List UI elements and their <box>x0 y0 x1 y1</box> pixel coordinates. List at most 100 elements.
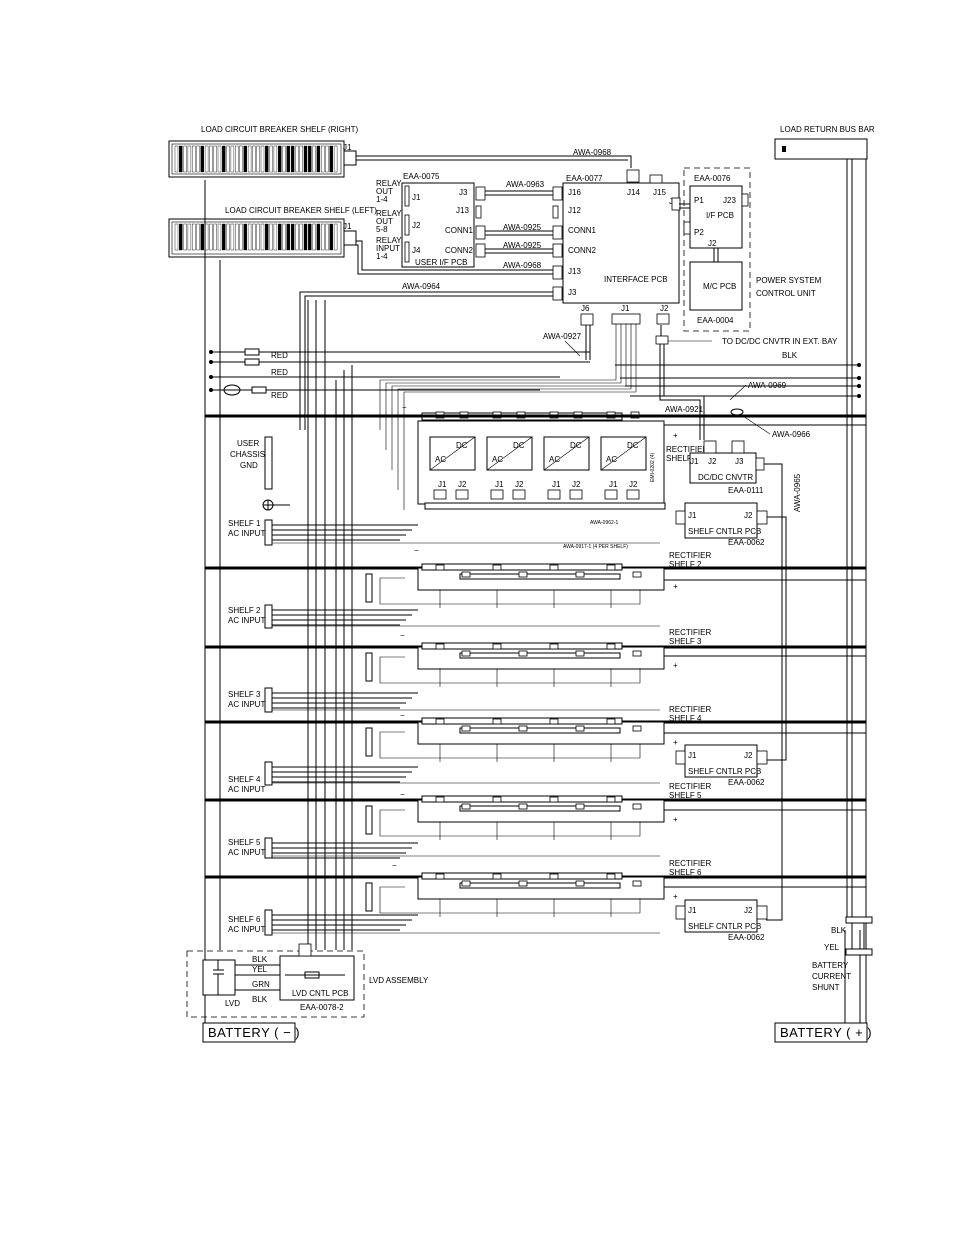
shelf6-cntlr-title: SHELF CNTLR PCB <box>688 922 761 931</box>
lvd-pcb-title: LVD CNTL PCB <box>292 989 348 998</box>
mc-pcb <box>689 261 743 311</box>
user-if-pcb <box>401 182 475 268</box>
shelf4-cntlr-j2: J2 <box>744 751 753 760</box>
dcdc-j2: J2 <box>708 457 717 466</box>
awa-0925-a: AWA-0925 <box>503 223 542 232</box>
user-if-ref: EAA-0075 <box>403 172 440 181</box>
ctrl-if-title: I/F PCB <box>706 211 734 220</box>
if-j1: J1 <box>621 304 630 313</box>
cb-shelf-right <box>168 140 357 178</box>
svg-text:AC: AC <box>606 455 617 464</box>
wire-red-1: RED <box>271 351 288 360</box>
lvd-assembly-label: LVD ASSEMBLY <box>369 976 429 985</box>
svg-text:DC: DC <box>456 441 468 450</box>
shelf4-cntlr <box>684 744 758 778</box>
awa-0965: AWA-0965 <box>793 473 802 512</box>
awa-0927: AWA-0927 <box>543 332 582 341</box>
awa-0917: AWA-0917-1 (4 PER SHELF) <box>563 544 628 550</box>
interface-ref: EAA-0077 <box>566 174 603 183</box>
shelf2-minus: − <box>414 546 419 555</box>
cb-right-label: LOAD CIRCUIT BREAKER SHELF (RIGHT) <box>201 125 359 134</box>
ctrl-p2: P2 <box>694 228 704 237</box>
svg-text:AC: AC <box>492 455 503 464</box>
svg-text:J1: J1 <box>495 480 504 489</box>
shelf5-plus: + <box>673 815 678 824</box>
svg-text:J1: J1 <box>552 480 561 489</box>
awa-0969: AWA-0969 <box>748 381 787 390</box>
svg-text:DC: DC <box>570 441 582 450</box>
lvd-assembly-frame <box>186 950 365 1018</box>
wire-blk: BLK <box>782 351 798 360</box>
awa-0962: AWA-0962-1 <box>590 520 618 526</box>
if-conn2: CONN2 <box>568 246 597 255</box>
ctrl-if-pcb <box>689 185 743 249</box>
svg-text:J2: J2 <box>629 480 638 489</box>
svg-text:J1: J1 <box>438 480 447 489</box>
awa-0968-mid: AWA-0968 <box>503 261 542 270</box>
shelf1-minus: − <box>402 403 407 412</box>
shunt-blk: BLK <box>831 926 847 935</box>
shelf1-plus: + <box>673 431 678 440</box>
cb-left-j1: J1 <box>343 222 352 231</box>
shelf1-cntlr-j1: J1 <box>688 511 697 520</box>
lvd-blk: BLK <box>252 955 268 964</box>
uif-conn1: CONN1 <box>445 226 474 235</box>
shelf6-minus: − <box>392 861 397 870</box>
cb-left-label: LOAD CIRCUIT BREAKER SHELF (LEFT) <box>225 206 377 215</box>
ctrl-ref2: EAA-0004 <box>697 316 734 325</box>
uif-j2: J2 <box>412 221 421 230</box>
uif-conn2: CONN2 <box>445 246 474 255</box>
lvd-blk2: BLK <box>252 995 268 1004</box>
lvd-label: LVD <box>225 999 240 1008</box>
svg-text:AC: AC <box>549 455 560 464</box>
awa-0925-b: AWA-0925 <box>503 241 542 250</box>
lvd-ref: EAA-0078-2 <box>300 1003 344 1012</box>
awa-0921: AWA-0921 <box>665 405 704 414</box>
if-j16: J16 <box>568 188 581 197</box>
uif-j3: J3 <box>459 188 468 197</box>
dcdc-j1: J1 <box>690 457 699 466</box>
svg-text:AC: AC <box>435 455 446 464</box>
if-conn1: CONN1 <box>568 226 597 235</box>
ctrl-j23: J23 <box>723 196 736 205</box>
shelf4-cntlr-title: SHELF CNTLR PCB <box>688 767 761 776</box>
ctrl-j2: J2 <box>708 239 717 248</box>
load-return-bus-bar <box>774 138 868 160</box>
interface-pcb <box>562 182 680 304</box>
awa-0968-top: AWA-0968 <box>573 148 612 157</box>
wire-red-2: RED <box>271 368 288 377</box>
uif-j1: J1 <box>412 193 421 202</box>
svg-text:J2: J2 <box>572 480 581 489</box>
right-terminals <box>615 363 861 398</box>
battery-current-shunt <box>845 916 873 956</box>
svg-text:J2: J2 <box>515 480 524 489</box>
svg-text:J1: J1 <box>609 480 618 489</box>
battery-positive <box>774 1022 868 1043</box>
input-terminals <box>209 348 590 396</box>
lvd-contactor <box>202 959 236 996</box>
to-dcdc: TO DC/DC CNVTR IN EXT. BAY <box>722 337 838 346</box>
wire-red-3: RED <box>271 391 288 400</box>
shelf4-cntlr-ref: EAA-0062 <box>728 778 765 787</box>
uif-j13: J13 <box>456 206 469 215</box>
ctrl-p1: P1 <box>694 196 704 205</box>
return-bus-label: LOAD RETURN BUS BAR <box>780 125 875 134</box>
control-unit-frame <box>683 167 751 332</box>
shelf1-cntlr-ref: EAA-0062 <box>728 538 765 547</box>
battery-negative <box>202 1022 296 1043</box>
if-j3: J3 <box>568 288 577 297</box>
interface-title: INTERFACE PCB <box>604 275 668 284</box>
shunt-yel: YEL <box>824 943 840 952</box>
